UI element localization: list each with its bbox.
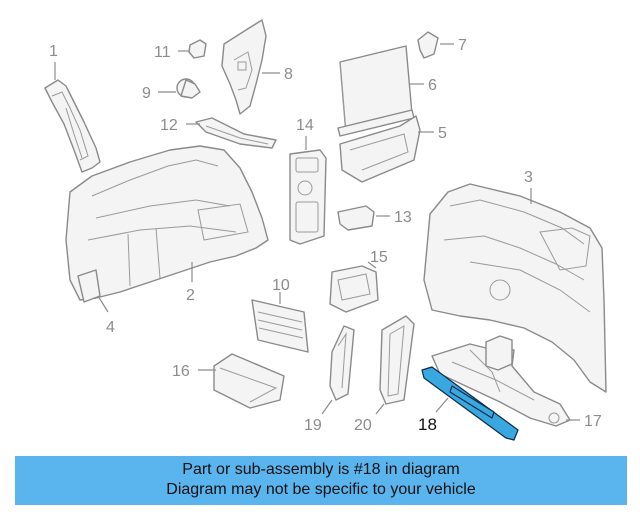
part-12-strip: 12 [160,117,277,149]
callout-15: 15 [370,249,388,266]
banner-line-2: Diagram may not be specific to your vehi… [166,481,476,498]
parts-diagram: 1 11 9 8 12 14 [44,19,607,441]
callout-19: 19 [304,417,322,434]
callout-12: 12 [160,117,178,134]
part-7-bracket: 7 [417,31,467,59]
info-banner: Part or sub-assembly is #18 in diagram D… [15,456,627,505]
callout-14: 14 [296,117,314,134]
callout-20: 20 [354,417,372,434]
part-10-grille: 10 [251,277,309,353]
callout-1: 1 [49,43,58,60]
part-6-cargo-cover: 6 [337,45,437,137]
callout-8: 8 [284,66,293,83]
callout-10: 10 [272,277,290,294]
banner-line-1: Part or sub-assembly is #18 in diagram [182,461,460,478]
part-5-tray: 5 [339,115,447,183]
callout-17: 17 [584,413,602,430]
part-16-bin: 16 [172,353,285,409]
part-19-trim-strip: 19 [304,325,355,434]
callout-2: 2 [186,287,195,304]
callout-16: 16 [172,363,190,380]
callout-18: 18 [418,415,437,434]
part-8-upper-trim: 8 [221,19,293,115]
part-17-jack: 17 [431,335,602,430]
part-20-trim-strip: 20 [354,315,415,434]
part-11-clip: 11 [154,39,207,61]
part-14-bezel: 14 [289,117,327,245]
part-4-clip: 4 [77,269,115,336]
part-9-push-pin: 9 [142,78,201,102]
part-1-pillar-trim: 1 [44,43,101,173]
callout-9: 9 [142,85,151,102]
callout-7: 7 [458,37,467,54]
callout-3: 3 [524,169,533,186]
callout-13: 13 [394,209,412,226]
part-18-jack-handle: 18 [418,366,519,441]
callout-6: 6 [428,77,437,94]
callout-5: 5 [438,125,447,142]
part-13-block: 13 [337,205,412,231]
part-3-quarter-trim: 3 [423,169,607,393]
callout-4: 4 [106,319,115,336]
callout-11: 11 [154,44,171,61]
part-15-switch: 15 [329,249,388,313]
